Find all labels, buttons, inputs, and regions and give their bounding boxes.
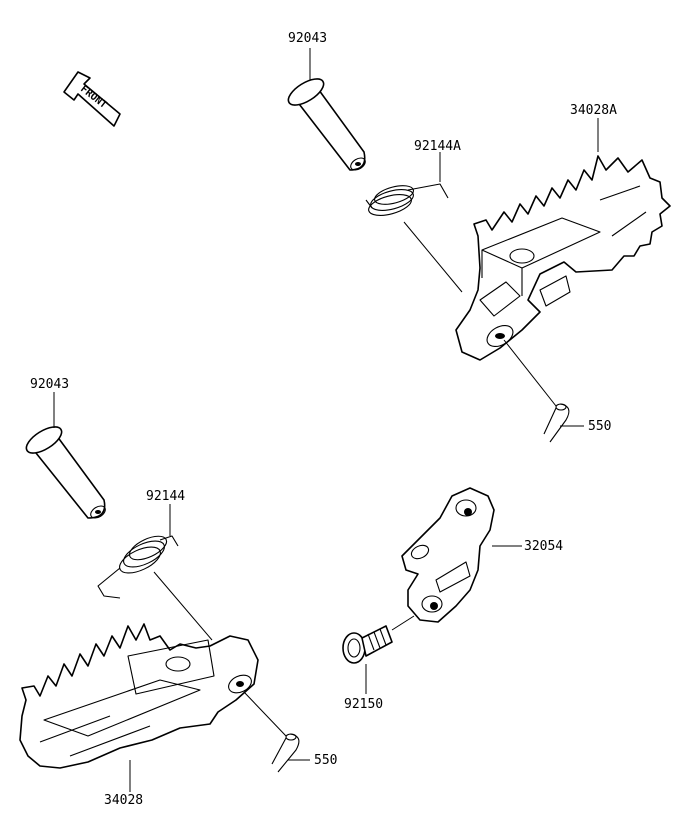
lower-cotter-pin[interactable] bbox=[271, 733, 300, 773]
leader-upper-cotter-install bbox=[503, 339, 557, 407]
leader-upper-spring-install bbox=[403, 221, 463, 293]
upper-cotter-pin[interactable] bbox=[543, 403, 570, 443]
label-upper-cotter[interactable]: 550 bbox=[588, 419, 611, 434]
label-bolt[interactable]: 92150 bbox=[344, 697, 383, 712]
upper-footpeg[interactable] bbox=[455, 155, 671, 361]
leader-lower-cotter-install bbox=[243, 691, 287, 737]
front-arrow-indicator: FRONT bbox=[63, 71, 121, 127]
label-lower-cotter[interactable]: 550 bbox=[314, 753, 337, 768]
label-lower-pin[interactable]: 92043 bbox=[30, 377, 69, 392]
label-upper-footpeg[interactable]: 34028A bbox=[570, 103, 617, 118]
label-upper-spring[interactable]: 92144A bbox=[414, 139, 461, 154]
bolt[interactable] bbox=[342, 625, 393, 664]
label-lower-spring[interactable]: 92144 bbox=[146, 489, 185, 504]
upper-spring[interactable] bbox=[365, 182, 449, 219]
lower-spring[interactable] bbox=[97, 531, 179, 599]
label-bracket[interactable]: 32054 bbox=[524, 539, 563, 554]
lower-footpeg[interactable] bbox=[19, 623, 259, 769]
leader-lower-spring-install bbox=[153, 571, 213, 641]
upper-pin[interactable] bbox=[284, 74, 367, 173]
label-lower-footpeg[interactable]: 34028 bbox=[104, 793, 143, 808]
lower-pin[interactable] bbox=[22, 422, 107, 521]
bracket[interactable] bbox=[401, 487, 495, 623]
leader-bolt-install bbox=[391, 615, 415, 631]
label-upper-pin[interactable]: 92043 bbox=[288, 31, 327, 46]
